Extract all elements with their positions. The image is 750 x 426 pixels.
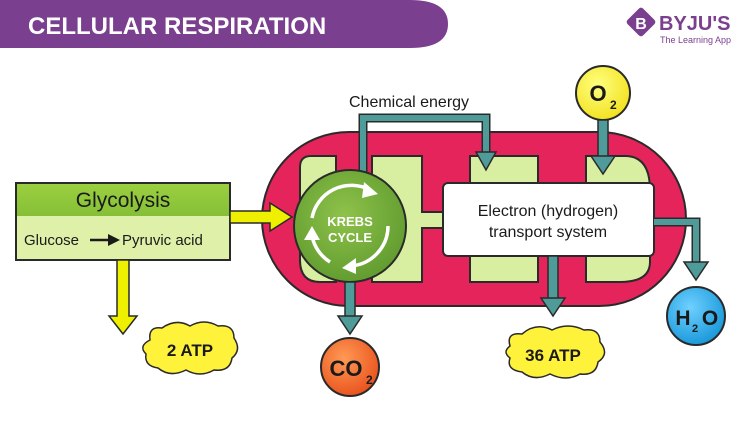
krebs-label-line2: CYCLE (328, 230, 372, 245)
atp-blob-shape (142, 321, 239, 375)
h2o-circle (666, 286, 726, 346)
h2o-label-h: H (675, 307, 690, 330)
etc-label-line2: transport system (489, 224, 607, 241)
co2-output: CO 2 (320, 337, 380, 397)
glycolysis-box: Glycolysis Glucose Pyruvic acid (15, 182, 231, 261)
etc-h2o-arrow (654, 217, 710, 282)
pyruvate-to-krebs-arrow (229, 201, 294, 233)
logo-letter: B (635, 16, 647, 33)
brand-logo: B BYJU'S The Learning App (626, 7, 731, 45)
logo-mark-icon (626, 7, 656, 37)
cycle-arrows-icon (304, 182, 390, 274)
glycolysis-reactant: Glucose (24, 232, 79, 249)
etc-atp-arrow (539, 255, 567, 318)
krebs-label-line1: KREBS (327, 214, 373, 229)
chemical-energy-arrow (358, 113, 498, 175)
glycolysis-atp-label: 2 ATP (167, 341, 213, 360)
glycolysis-product: Pyruvic acid (122, 232, 203, 249)
chemical-energy-label: Chemical energy (349, 94, 469, 111)
brand-tagline: The Learning App (660, 35, 731, 45)
co2-circle (320, 337, 380, 397)
atp-blob-shape (505, 325, 606, 379)
etc-atp-label: 36 ATP (525, 346, 581, 365)
glycolysis-atp-arrow (107, 259, 139, 336)
atp-36-badge: 36 ATP (505, 325, 606, 379)
h2o-subscript: 2 (692, 323, 698, 335)
glycolysis-title: Glycolysis (76, 189, 171, 212)
o2-subscript: 2 (610, 98, 617, 112)
h2o-output: H 2 O (666, 286, 726, 346)
page-title: CELLULAR RESPIRATION (28, 13, 326, 40)
brand-name: BYJU'S (659, 13, 730, 35)
reaction-arrow-icon (90, 234, 120, 246)
o2-input: O 2 (575, 65, 631, 121)
krebs-co2-arrow (336, 281, 364, 336)
electron-transport-box: Electron (hydrogen) transport system (442, 182, 655, 257)
title-banner: CELLULAR RESPIRATION (0, 0, 448, 48)
banner-shape (0, 0, 448, 48)
o2-to-etc-arrow (589, 119, 617, 176)
h2o-label-o: O (702, 307, 718, 330)
krebs-cycle: KREBS CYCLE (293, 169, 407, 283)
atp-2-badge: 2 ATP (142, 321, 239, 375)
co2-subscript: 2 (366, 373, 373, 387)
o2-label: O (589, 81, 606, 106)
co2-label: CO (330, 356, 363, 381)
etc-label-line1: Electron (hydrogen) (478, 203, 619, 220)
glycolysis-reaction-panel (17, 216, 229, 259)
